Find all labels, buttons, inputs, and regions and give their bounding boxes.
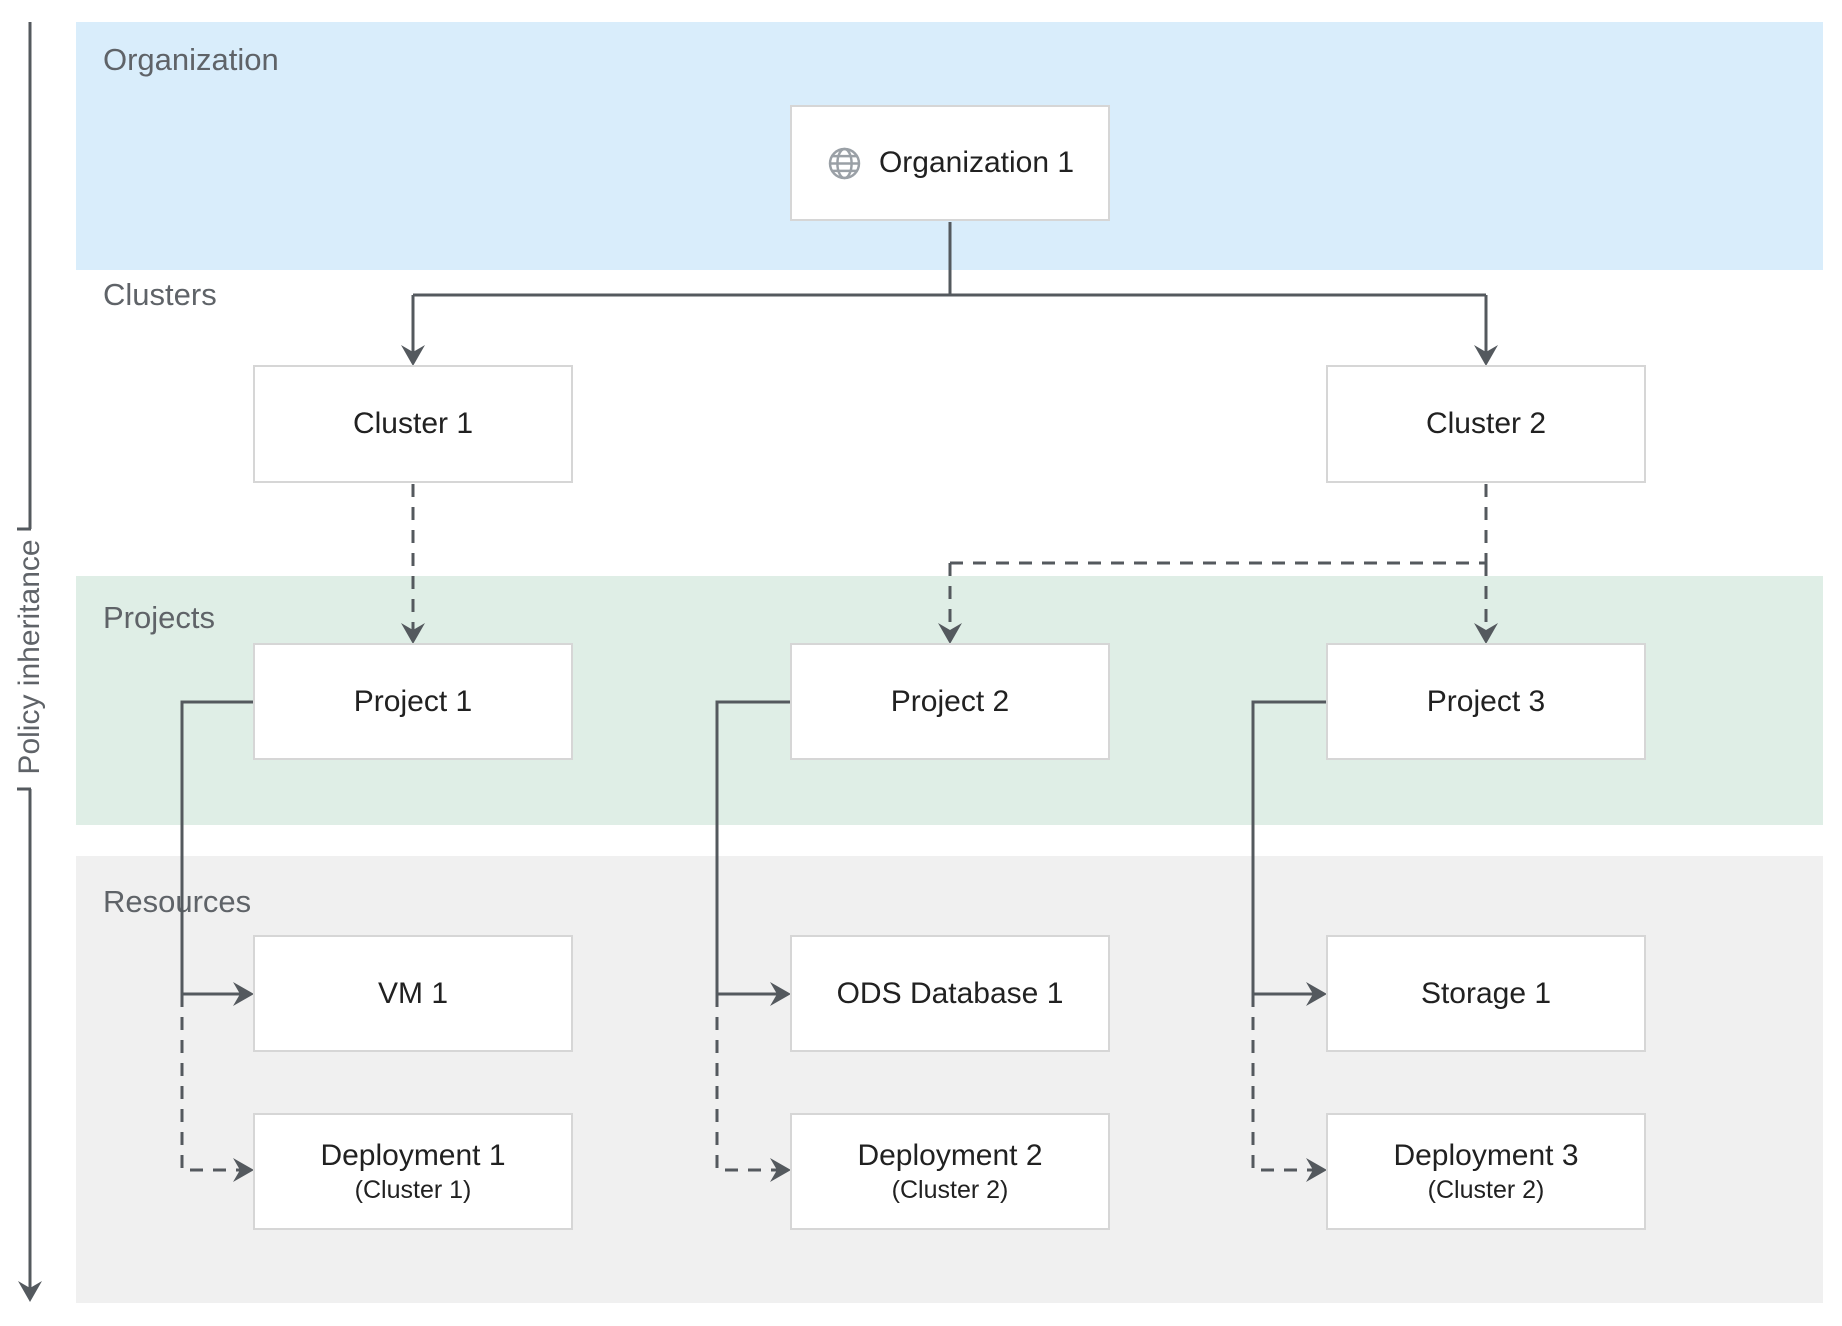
node-deployment3: Deployment 3 (Cluster 2) — [1326, 1113, 1646, 1230]
edge-project1-deployment1 — [180, 994, 240, 1172]
node-label: Project 3 — [1426, 684, 1546, 718]
edge-project3-storage — [1251, 700, 1326, 996]
arrowhead-project3 — [1474, 623, 1498, 644]
arrowhead-cluster1 — [401, 345, 425, 366]
node-label: Cluster 1 — [352, 407, 474, 440]
node-project2: Project 2 — [790, 643, 1110, 760]
node-vm1: VM 1 — [253, 935, 573, 1052]
globe-icon — [826, 145, 863, 182]
node-label: VM 1 — [377, 976, 449, 1010]
node-organization1: Organization 1 — [790, 105, 1110, 221]
arrowhead-project2 — [938, 623, 962, 644]
arrowhead-storage1 — [1306, 982, 1327, 1006]
band-label-clusters: Clusters — [103, 277, 217, 312]
node-label: Deployment 1 — [320, 1138, 506, 1172]
node-deployment2: Deployment 2 (Cluster 2) — [790, 1113, 1110, 1230]
band-label-organization: Organization — [103, 42, 279, 77]
node-label: Project 2 — [890, 684, 1010, 718]
node-label: Project 1 — [353, 684, 473, 718]
node-label: Deployment 3 — [1393, 1138, 1579, 1172]
policy-axis-line — [17, 22, 32, 1288]
arrowhead-vm1 — [233, 982, 254, 1006]
node-label: Deployment 2 — [857, 1138, 1043, 1172]
edge-project2-deployment2 — [715, 994, 777, 1172]
node-project3: Project 3 — [1326, 643, 1646, 760]
node-label: ODS Database 1 — [836, 976, 1064, 1010]
node-ods-database1: ODS Database 1 — [790, 935, 1110, 1052]
node-storage1: Storage 1 — [1326, 935, 1646, 1052]
node-sublabel: (Cluster 2) — [891, 1175, 1009, 1204]
edge-project3-deployment3 — [1251, 994, 1313, 1172]
edge-org-branch — [411, 222, 1488, 352]
arrowhead-deployment1 — [233, 1158, 254, 1182]
edge-project1-vm1 — [180, 700, 253, 996]
node-label: Storage 1 — [1420, 976, 1552, 1010]
node-project1: Project 1 — [253, 643, 573, 760]
band-label-projects: Projects — [103, 600, 215, 635]
arrowhead-ods — [770, 982, 791, 1006]
arrowhead-project1 — [401, 623, 425, 644]
node-label: Organization 1 — [878, 146, 1075, 179]
edge-cluster2-stem — [950, 484, 1488, 565]
node-deployment1: Deployment 1 (Cluster 1) — [253, 1113, 573, 1230]
band-label-resources: Resources — [103, 884, 252, 919]
edge-project2-ods — [715, 700, 790, 996]
arrowhead-deployment2 — [770, 1158, 791, 1182]
node-sublabel: (Cluster 2) — [1427, 1175, 1545, 1204]
node-label: Cluster 2 — [1425, 407, 1547, 440]
arrowhead-cluster2 — [1474, 345, 1498, 366]
node-cluster1: Cluster 1 — [253, 365, 573, 483]
arrowhead-policy-axis — [18, 1281, 42, 1302]
arrowhead-deployment3 — [1306, 1158, 1327, 1182]
node-cluster2: Cluster 2 — [1326, 365, 1646, 483]
node-sublabel: (Cluster 1) — [354, 1175, 472, 1204]
